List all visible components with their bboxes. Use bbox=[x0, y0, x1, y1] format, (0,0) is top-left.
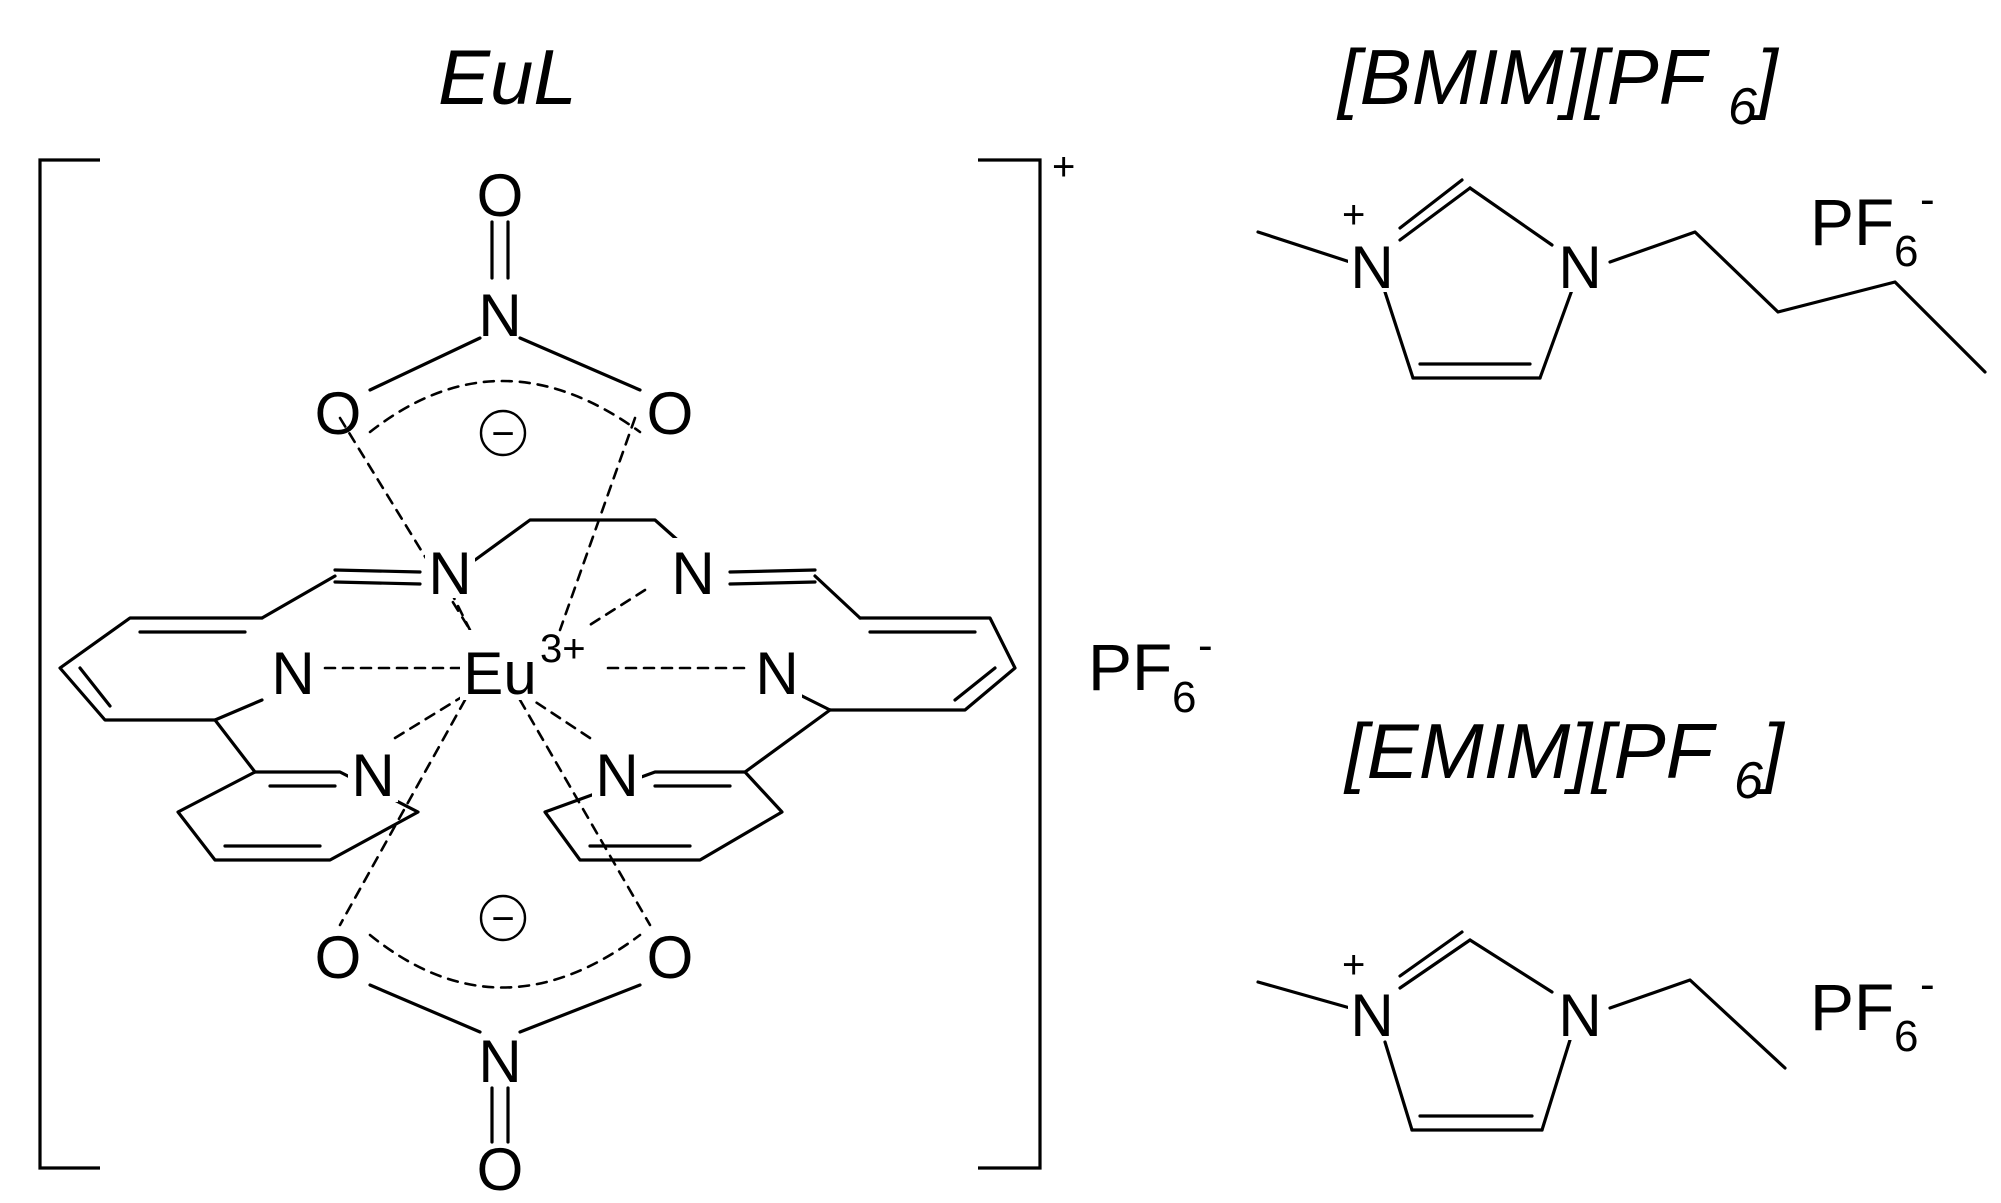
pyridine-n-upper-left: N bbox=[271, 640, 314, 707]
emim-pf6: [EMIM][PF 6 ] N + N PF 6 - bbox=[1256, 707, 1935, 1132]
bmim-anion-base: PF bbox=[1810, 185, 1894, 259]
eul-anion-base: PF bbox=[1088, 630, 1172, 704]
complex-charge: + bbox=[1052, 145, 1075, 189]
bottom-nitrate-n: N bbox=[478, 1028, 521, 1095]
bmim-anion-sup: - bbox=[1920, 175, 1935, 224]
bmim-title-sub: 6 bbox=[1728, 78, 1757, 136]
emim-n: N bbox=[1558, 982, 1601, 1049]
emim-title-pre: [EMIM][PF bbox=[1343, 707, 1718, 795]
bmim-n-plus: N bbox=[1350, 234, 1393, 301]
imine-n-right: N bbox=[671, 540, 714, 607]
top-nitrate-o-upper: O bbox=[477, 162, 524, 229]
emim-n-charge: + bbox=[1342, 943, 1365, 987]
emim-structure: N + N bbox=[1256, 930, 1787, 1132]
bottom-nitrate-o-right: O bbox=[647, 924, 694, 991]
pyridine-n-lower-left: N bbox=[351, 742, 394, 809]
top-nitrate-charge-circle bbox=[479, 409, 527, 457]
europium-center: Eu bbox=[463, 640, 536, 707]
bmim-n-charge: + bbox=[1342, 193, 1365, 237]
right-bracket bbox=[978, 158, 1042, 1170]
left-bracket bbox=[38, 158, 100, 1170]
top-nitrate-o-right: O bbox=[647, 380, 694, 447]
pyridine-n-upper-right: N bbox=[755, 640, 798, 707]
bmim-n: N bbox=[1558, 234, 1601, 301]
eul-anion-sup: - bbox=[1198, 621, 1213, 670]
emim-anion-base: PF bbox=[1810, 970, 1894, 1044]
bottom-nitrate-o-lower: O bbox=[477, 1136, 524, 1203]
bmim-pf6: [BMIM][PF 6 ] N + N PF 6 - bbox=[1256, 33, 1987, 380]
pyridine-n-lower-right: N bbox=[595, 742, 638, 809]
bmim-anion-sub: 6 bbox=[1894, 227, 1918, 276]
top-nitrate-n: N bbox=[478, 282, 521, 349]
imine-n-left: N bbox=[428, 540, 471, 607]
eul-anion-sub: 6 bbox=[1172, 673, 1196, 722]
emim-anion-sub: 6 bbox=[1894, 1012, 1918, 1061]
top-nitrate-o-left: O bbox=[315, 380, 362, 447]
bmim-anion: PF 6 - bbox=[1810, 175, 1935, 276]
top-nitrate: O N O O − bbox=[315, 162, 694, 457]
emim-title-sub: 6 bbox=[1734, 752, 1763, 810]
bottom-nitrate-charge: − bbox=[491, 897, 514, 941]
top-nitrate-charge: − bbox=[491, 412, 514, 456]
macrocycle-atoms: N N N N N N Eu 3+ bbox=[268, 538, 802, 809]
bottom-nitrate: O O N O − bbox=[315, 894, 694, 1203]
emim-anion: PF 6 - bbox=[1810, 960, 1935, 1061]
eul-title: EuL bbox=[438, 33, 577, 121]
bmim-structure: N + N bbox=[1256, 178, 1987, 380]
eul-counter-ion: PF 6 - bbox=[1088, 621, 1213, 722]
bottom-nitrate-charge-circle bbox=[479, 894, 527, 942]
bmim-title-pre: [BMIM][PF bbox=[1336, 33, 1711, 121]
emim-anion-sup: - bbox=[1920, 960, 1935, 1009]
emim-n-plus: N bbox=[1350, 982, 1393, 1049]
eul-complex: EuL + O N O O bbox=[38, 33, 1213, 1203]
bottom-nitrate-o-left: O bbox=[315, 924, 362, 991]
europium-charge: 3+ bbox=[540, 627, 586, 671]
